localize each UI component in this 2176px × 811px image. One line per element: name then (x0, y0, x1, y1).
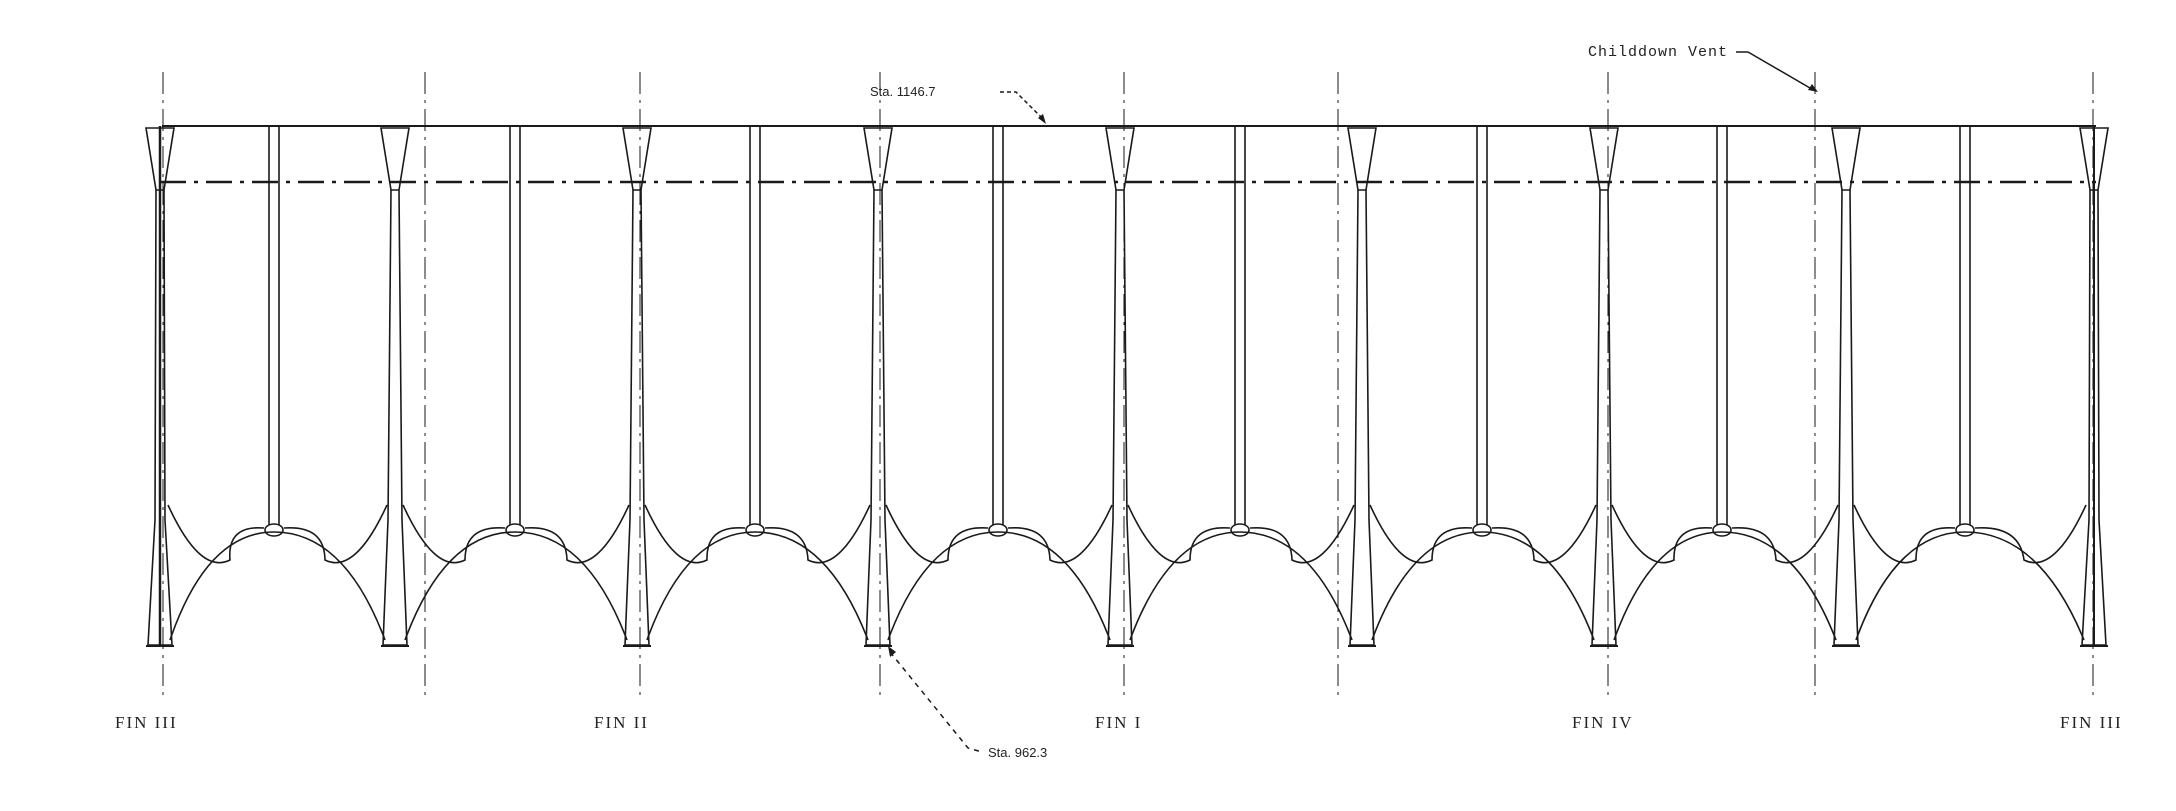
stringer-node (1712, 523, 1732, 537)
top-gusset (1589, 127, 1619, 191)
inner-scallop (1249, 504, 1355, 564)
gussets (145, 127, 2109, 647)
sta-bottom-leader (889, 651, 983, 753)
inner-scallop (1007, 504, 1113, 564)
stringer-node (1230, 523, 1250, 537)
gore-web (624, 189, 650, 646)
vent-leader (1736, 51, 1811, 89)
gore-web (1107, 189, 1133, 646)
outer-arch (404, 531, 628, 641)
stringers (264, 126, 1975, 537)
gore-web (1591, 189, 1617, 646)
sta-top-leader (1000, 91, 1045, 121)
stringer-node (264, 523, 284, 537)
gore-web (382, 189, 408, 646)
fin-label-iii-right: FIN III (2060, 713, 2123, 732)
vent-label: Childdown Vent (1588, 44, 1728, 61)
inner-scallop (283, 504, 388, 564)
inner-scallop (1611, 504, 1713, 564)
gore-web (865, 189, 891, 646)
inner-scallop (1853, 504, 1956, 564)
arches (167, 504, 2087, 641)
vent-arrow (1808, 84, 1818, 92)
fin-label-iv: FIN IV (1572, 713, 1634, 732)
outer-arch (1371, 531, 1595, 641)
top-gusset (1347, 127, 1377, 191)
outer-arch (1129, 531, 1353, 641)
top-gusset (1105, 127, 1135, 191)
inner-scallop (524, 504, 630, 564)
inner-scallop (885, 504, 989, 564)
outer-arch (1855, 531, 2085, 641)
outer-arch (1613, 531, 1837, 641)
inner-scallop (1731, 504, 1839, 564)
outer-arch (169, 531, 386, 641)
sta-top-label: Sta. 1146.7 (870, 84, 936, 99)
gore-web (1349, 189, 1375, 646)
stringer-node (505, 523, 525, 537)
vent-callout: Childdown Vent (1588, 44, 1818, 92)
fin-label-ii: FIN II (594, 713, 649, 732)
stringer-node (988, 523, 1008, 537)
inner-scallop (1491, 504, 1597, 564)
outer-arch (887, 531, 1111, 641)
top-gusset (622, 127, 652, 191)
top-gusset (380, 127, 410, 191)
fin-label-i: FIN I (1095, 713, 1142, 732)
sta-bottom-arrow (888, 646, 896, 657)
inner-scallop (1127, 504, 1231, 564)
sta-top-arrow (1038, 114, 1046, 124)
gore-web (1833, 189, 1859, 646)
sta-bottom-callout: Sta. 962.3 (888, 646, 1047, 760)
inner-scallop (402, 504, 506, 564)
stringer-node (745, 523, 765, 537)
fin-label-iii-left: FIN III (115, 713, 178, 732)
top-gusset (863, 127, 893, 191)
top-gusset (1831, 127, 1861, 191)
stringer-node (1955, 523, 1975, 537)
inner-scallop (167, 504, 265, 564)
sta-bottom-label: Sta. 962.3 (988, 745, 1047, 760)
inner-scallop (1974, 504, 2087, 564)
inner-scallop (644, 504, 746, 564)
inner-scallop (1369, 504, 1473, 564)
sta-top-callout: Sta. 1146.7 (870, 84, 1046, 124)
stringer-node (1472, 523, 1492, 537)
inner-scallop (764, 504, 871, 564)
outer-arch (646, 531, 869, 641)
